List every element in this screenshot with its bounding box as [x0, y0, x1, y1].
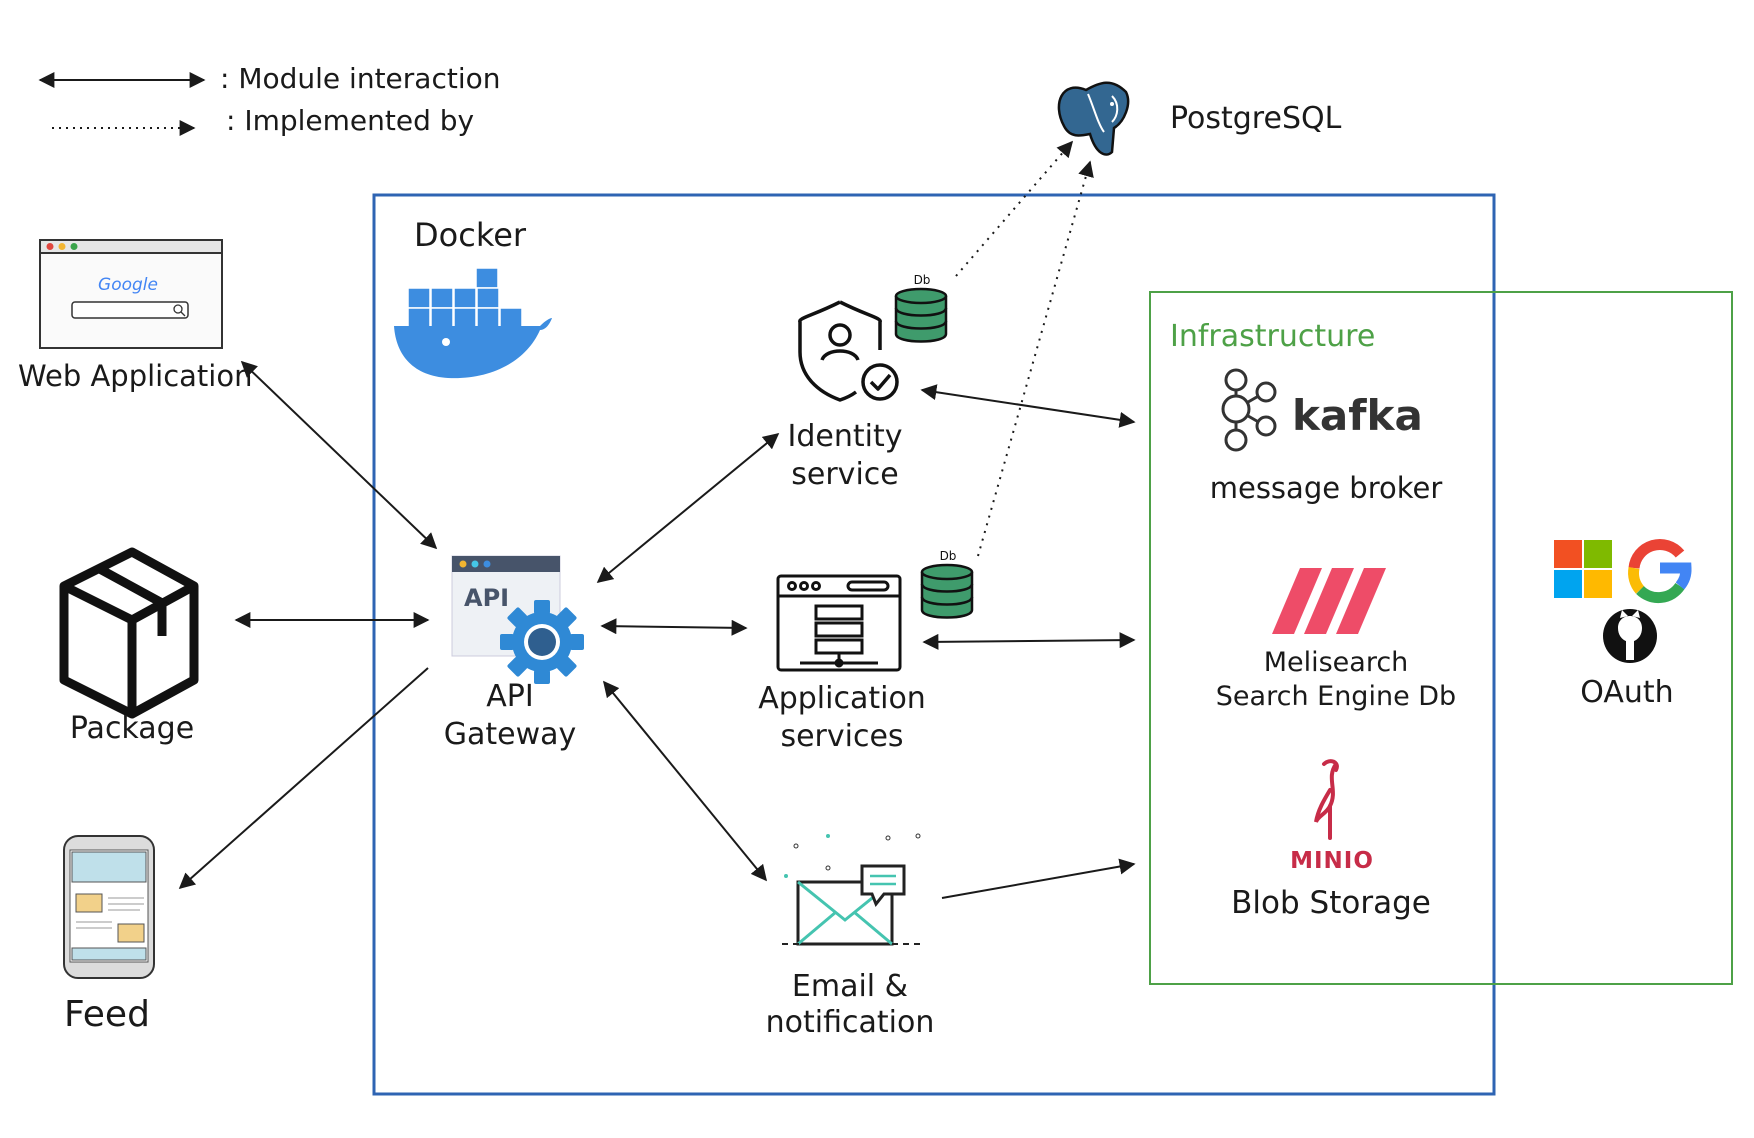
postgresql-elephant-icon: [1057, 81, 1130, 156]
package-box-icon: [59, 547, 199, 719]
email-label-line2: notification: [765, 1005, 935, 1040]
browser-window-icon: Google: [39, 239, 223, 349]
browser-google-logo: Google: [98, 275, 158, 295]
feed-phone-icon: [63, 835, 155, 979]
arrow-identity-infra: [920, 384, 1136, 428]
email-label-line1: Email &: [791, 969, 909, 1004]
arrow-gateway-appservices: [600, 618, 748, 636]
identity-service-label-line1: Identity: [787, 419, 903, 454]
minio-logo-text: MINIO: [1290, 848, 1374, 874]
api-gateway-label-line1: API: [486, 679, 534, 714]
kafka-logo-text: kafka: [1292, 391, 1423, 440]
application-server-icon: [776, 574, 902, 672]
arrow-webapp-gateway: [240, 360, 438, 550]
microsoft-logo-icon: [1554, 540, 1612, 598]
application-services-label-line2: services: [780, 719, 904, 754]
meilisearch-label-line1: Melisearch: [1263, 647, 1409, 678]
legend-module-interaction-text: : Module interaction: [220, 62, 501, 95]
legend-implemented-by-text: : Implemented by: [226, 104, 475, 137]
dotted-identity-db-postgres: [955, 140, 1074, 277]
identity-db-label: Db: [914, 273, 931, 287]
package-label: Package: [69, 711, 195, 746]
identity-shield-icon: [798, 300, 899, 402]
dotted-appservices-db-postgres: [977, 160, 1094, 557]
docker-title: Docker: [414, 216, 527, 254]
meilisearch-label-line2: Search Engine Db: [1215, 681, 1457, 712]
arrow-appservices-infra: [922, 632, 1136, 650]
infrastructure-title: Infrastructure: [1170, 319, 1376, 354]
api-gateway-icon: API: [451, 555, 584, 684]
email-notification-icon: [782, 833, 922, 946]
api-icon-text: API: [464, 584, 509, 612]
github-logo-icon: [1603, 609, 1657, 663]
postgresql-label: PostgreSQL: [1170, 101, 1342, 136]
blob-storage-label: Blob Storage: [1231, 885, 1431, 921]
oauth-label: OAuth: [1580, 675, 1674, 710]
identity-database-icon: Db: [894, 273, 948, 343]
arrow-gateway-feed: [178, 667, 429, 890]
feed-label: Feed: [64, 994, 150, 1035]
kafka-message-broker-label: message broker: [1209, 471, 1443, 505]
appservices-database-icon: Db: [920, 549, 974, 619]
google-g-logo-icon: [1628, 539, 1692, 604]
application-services-label-line1: Application: [758, 681, 926, 716]
appservices-db-label: Db: [940, 549, 957, 563]
web-application-label: Web Application: [18, 359, 253, 393]
arrow-gateway-email: [602, 680, 768, 882]
docker-container-box: [372, 193, 1496, 1096]
arrow-email-infra: [941, 858, 1136, 899]
minio-flamingo-icon: [1314, 759, 1339, 840]
kafka-logo-icon: [1221, 368, 1277, 452]
api-gateway-label-line2: Gateway: [443, 717, 577, 752]
arrow-gateway-identity: [596, 432, 780, 584]
infrastructure-box: [1149, 291, 1733, 985]
meilisearch-logo-icon: [1272, 568, 1386, 634]
identity-service-label-line2: service: [791, 457, 899, 492]
docker-whale-icon: [394, 267, 552, 379]
